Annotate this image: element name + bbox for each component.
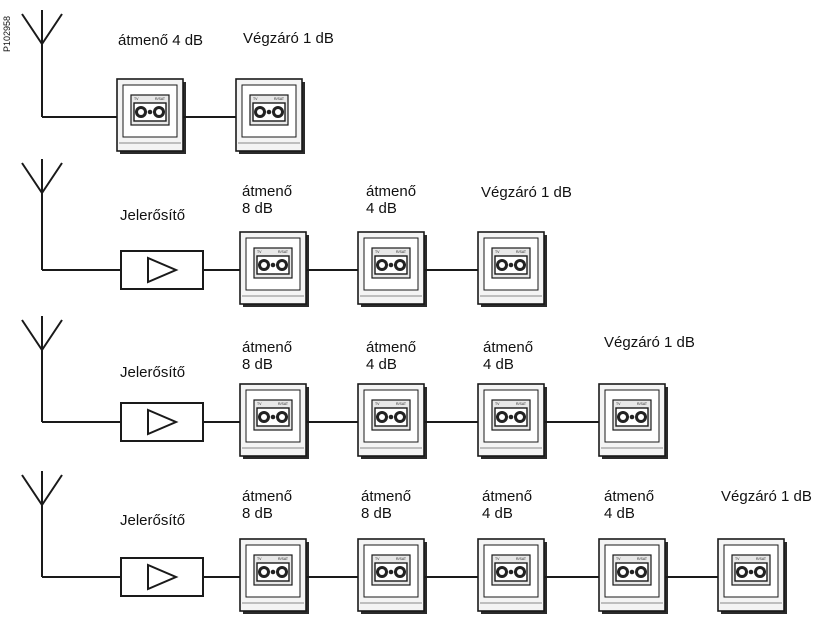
svg-text:R/SAT: R/SAT (274, 97, 285, 101)
amplifier-icon-row-3 (120, 402, 204, 442)
svg-text:R/SAT: R/SAT (155, 97, 166, 101)
svg-text:R/SAT: R/SAT (637, 557, 648, 561)
wall-socket-4-2: TV R/SAT (357, 538, 427, 614)
wall-socket-4-3: TV R/SAT (477, 538, 547, 614)
svg-text:R/SAT: R/SAT (396, 402, 407, 406)
antenna-icon-row-3 (21, 316, 63, 351)
wall-socket-1-1: TV R/SAT (116, 78, 186, 154)
antenna-icon-row-1 (21, 10, 63, 45)
svg-text:TV: TV (257, 557, 262, 561)
socket-label-1-2: Végzáró 1 dB (243, 30, 334, 47)
svg-text:TV: TV (616, 402, 621, 406)
svg-text:R/SAT: R/SAT (516, 402, 527, 406)
svg-text:TV: TV (257, 402, 262, 406)
socket-label-3-4: Végzáró 1 dB (604, 334, 695, 351)
svg-text:R/SAT: R/SAT (756, 557, 767, 561)
svg-text:TV: TV (495, 402, 500, 406)
wall-socket-3-2: TV R/SAT (357, 383, 427, 459)
socket-label-2-3: Végzáró 1 dB (481, 184, 572, 201)
svg-text:TV: TV (495, 557, 500, 561)
wall-socket-3-3: TV R/SAT (477, 383, 547, 459)
svg-text:R/SAT: R/SAT (637, 402, 648, 406)
svg-text:R/SAT: R/SAT (396, 250, 407, 254)
wall-socket-1-2: TV R/SAT (235, 78, 305, 154)
amplifier-label-3: Jelerősítő (120, 364, 186, 381)
svg-text:R/SAT: R/SAT (396, 557, 407, 561)
svg-text:TV: TV (375, 557, 380, 561)
amplifier-icon-row-2 (120, 250, 204, 290)
wall-socket-2-1: TV R/SAT (239, 231, 309, 307)
wall-socket-4-4: TV R/SAT (598, 538, 668, 614)
svg-text:TV: TV (253, 97, 258, 101)
wall-socket-2-2: TV R/SAT (357, 231, 427, 307)
socket-label-4-5: Végzáró 1 dB (721, 488, 812, 505)
svg-text:R/SAT: R/SAT (278, 402, 289, 406)
antenna-icon-row-2 (21, 159, 63, 194)
svg-text:TV: TV (616, 557, 621, 561)
amplifier-label-4: Jelerősítő (120, 512, 186, 529)
svg-text:R/SAT: R/SAT (516, 557, 527, 561)
antenna-icon-row-4 (21, 471, 63, 506)
svg-text:TV: TV (375, 402, 380, 406)
amplifier-label-2: Jelerősítő (120, 207, 186, 224)
svg-text:TV: TV (495, 250, 500, 254)
amplifier-icon-row-4 (120, 557, 204, 597)
svg-text:TV: TV (735, 557, 740, 561)
svg-text:TV: TV (134, 97, 139, 101)
wall-socket-3-4: TV R/SAT (598, 383, 668, 459)
wall-socket-2-3: TV R/SAT (477, 231, 547, 307)
socket-label-1-1: átmenő 4 dB (118, 32, 204, 49)
wall-socket-4-5: TV R/SAT (717, 538, 787, 614)
svg-text:R/SAT: R/SAT (278, 250, 289, 254)
svg-text:TV: TV (375, 250, 380, 254)
wall-socket-3-1: TV R/SAT (239, 383, 309, 459)
svg-text:R/SAT: R/SAT (516, 250, 527, 254)
svg-text:TV: TV (257, 250, 262, 254)
svg-text:R/SAT: R/SAT (278, 557, 289, 561)
wall-socket-4-1: TV R/SAT (239, 538, 309, 614)
